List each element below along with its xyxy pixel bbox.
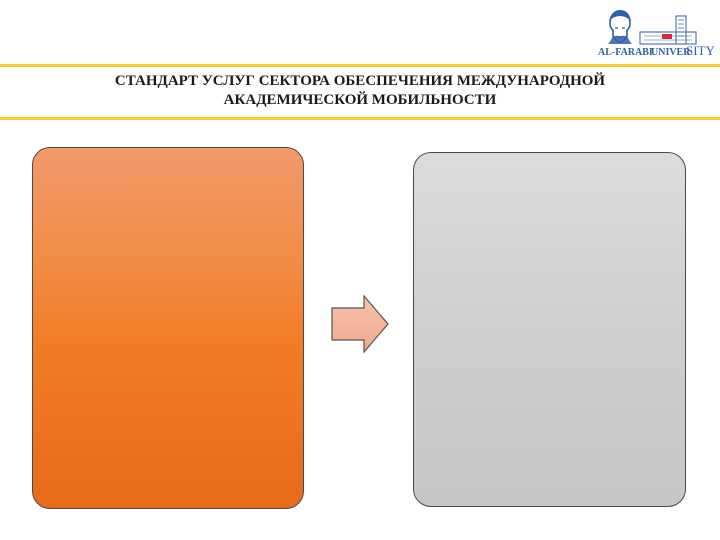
- page-title: СТАНДАРТ УСЛУГ СЕКТОРА ОБЕСПЕЧЕНИЯ МЕЖДУ…: [20, 72, 700, 110]
- right-arrow-icon: [331, 294, 389, 354]
- header-rule-bottom: [0, 117, 720, 120]
- university-logo: AL-FARABI UNIVER SITY: [598, 10, 714, 58]
- logo-text-right: SITY: [686, 43, 714, 58]
- logo-text-middle: UNIVER: [651, 47, 691, 58]
- title-line-1: СТАНДАРТ УСЛУГ СЕКТОРА ОБЕСПЕЧЕНИЯ МЕЖДУ…: [114, 73, 606, 89]
- right-rounded-box: [413, 152, 686, 507]
- header-rule-top: [0, 64, 720, 67]
- left-rounded-box: [32, 147, 304, 509]
- logo-text-left: AL-FARABI: [598, 47, 653, 58]
- building-icon: [639, 15, 697, 45]
- portrait-icon: [608, 10, 632, 44]
- title-line-2: АКАДЕМИЧЕСКОЙ МОБИЛЬНОСТИ: [223, 92, 497, 108]
